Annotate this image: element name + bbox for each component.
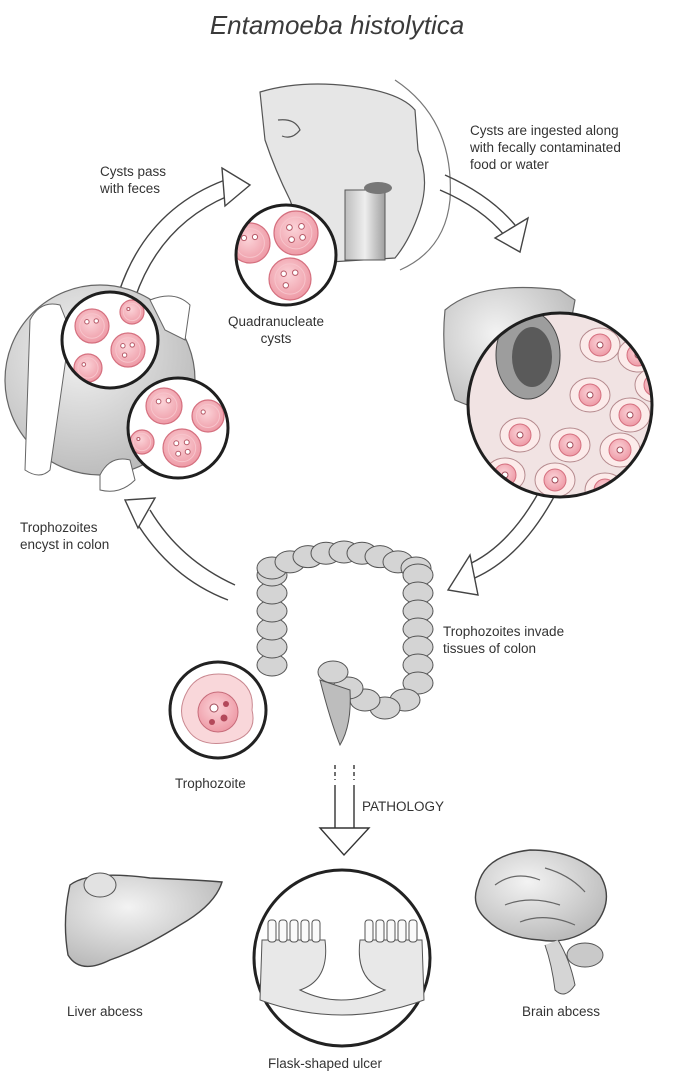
- cyst-circle-left-upper: [62, 292, 158, 388]
- label-brain-abcess: Brain abcess: [522, 1003, 600, 1020]
- brain-illustration: [475, 850, 606, 994]
- label-encyst: Trophozoites encyst in colon: [20, 519, 109, 553]
- label-invade: Trophozoites invade tissues of colon: [443, 623, 564, 657]
- tissue-invasion-circle: [468, 311, 674, 507]
- label-cysts-ingested-line2: with fecally contaminated: [470, 139, 621, 156]
- large-intestine: [257, 541, 433, 745]
- label-invade-line1: Trophozoites invade: [443, 623, 564, 640]
- label-invade-line2: tissues of colon: [443, 640, 564, 657]
- label-encyst-line2: encyst in colon: [20, 536, 109, 553]
- label-flask-ulcer: Flask-shaped ulcer: [268, 1055, 382, 1072]
- trophozoite-circle: [170, 662, 266, 758]
- liver-illustration: [65, 873, 222, 966]
- label-quadranucleate-line1: Quadranucleate: [228, 313, 324, 330]
- label-cysts-pass-line2: with feces: [100, 180, 166, 197]
- label-quadranucleate: Quadranucleate cysts: [228, 313, 324, 347]
- label-liver-abcess: Liver abcess: [67, 1003, 143, 1020]
- label-cysts-ingested: Cysts are ingested along with fecally co…: [470, 122, 621, 173]
- cyst-circle-left-lower: [128, 378, 228, 478]
- label-cysts-pass: Cysts pass with feces: [100, 163, 166, 197]
- label-cysts-ingested-line1: Cysts are ingested along: [470, 122, 621, 139]
- label-pathology: PATHOLOGY: [362, 798, 444, 815]
- label-cysts-pass-line1: Cysts pass: [100, 163, 166, 180]
- label-cysts-ingested-line3: food or water: [470, 156, 621, 173]
- label-quadranucleate-line2: cysts: [228, 330, 324, 347]
- flask-ulcer-circle: [254, 870, 430, 1046]
- label-trophozoite: Trophozoite: [175, 775, 246, 792]
- quadranucleate-cyst-circle: [230, 205, 336, 305]
- label-encyst-line1: Trophozoites: [20, 519, 109, 536]
